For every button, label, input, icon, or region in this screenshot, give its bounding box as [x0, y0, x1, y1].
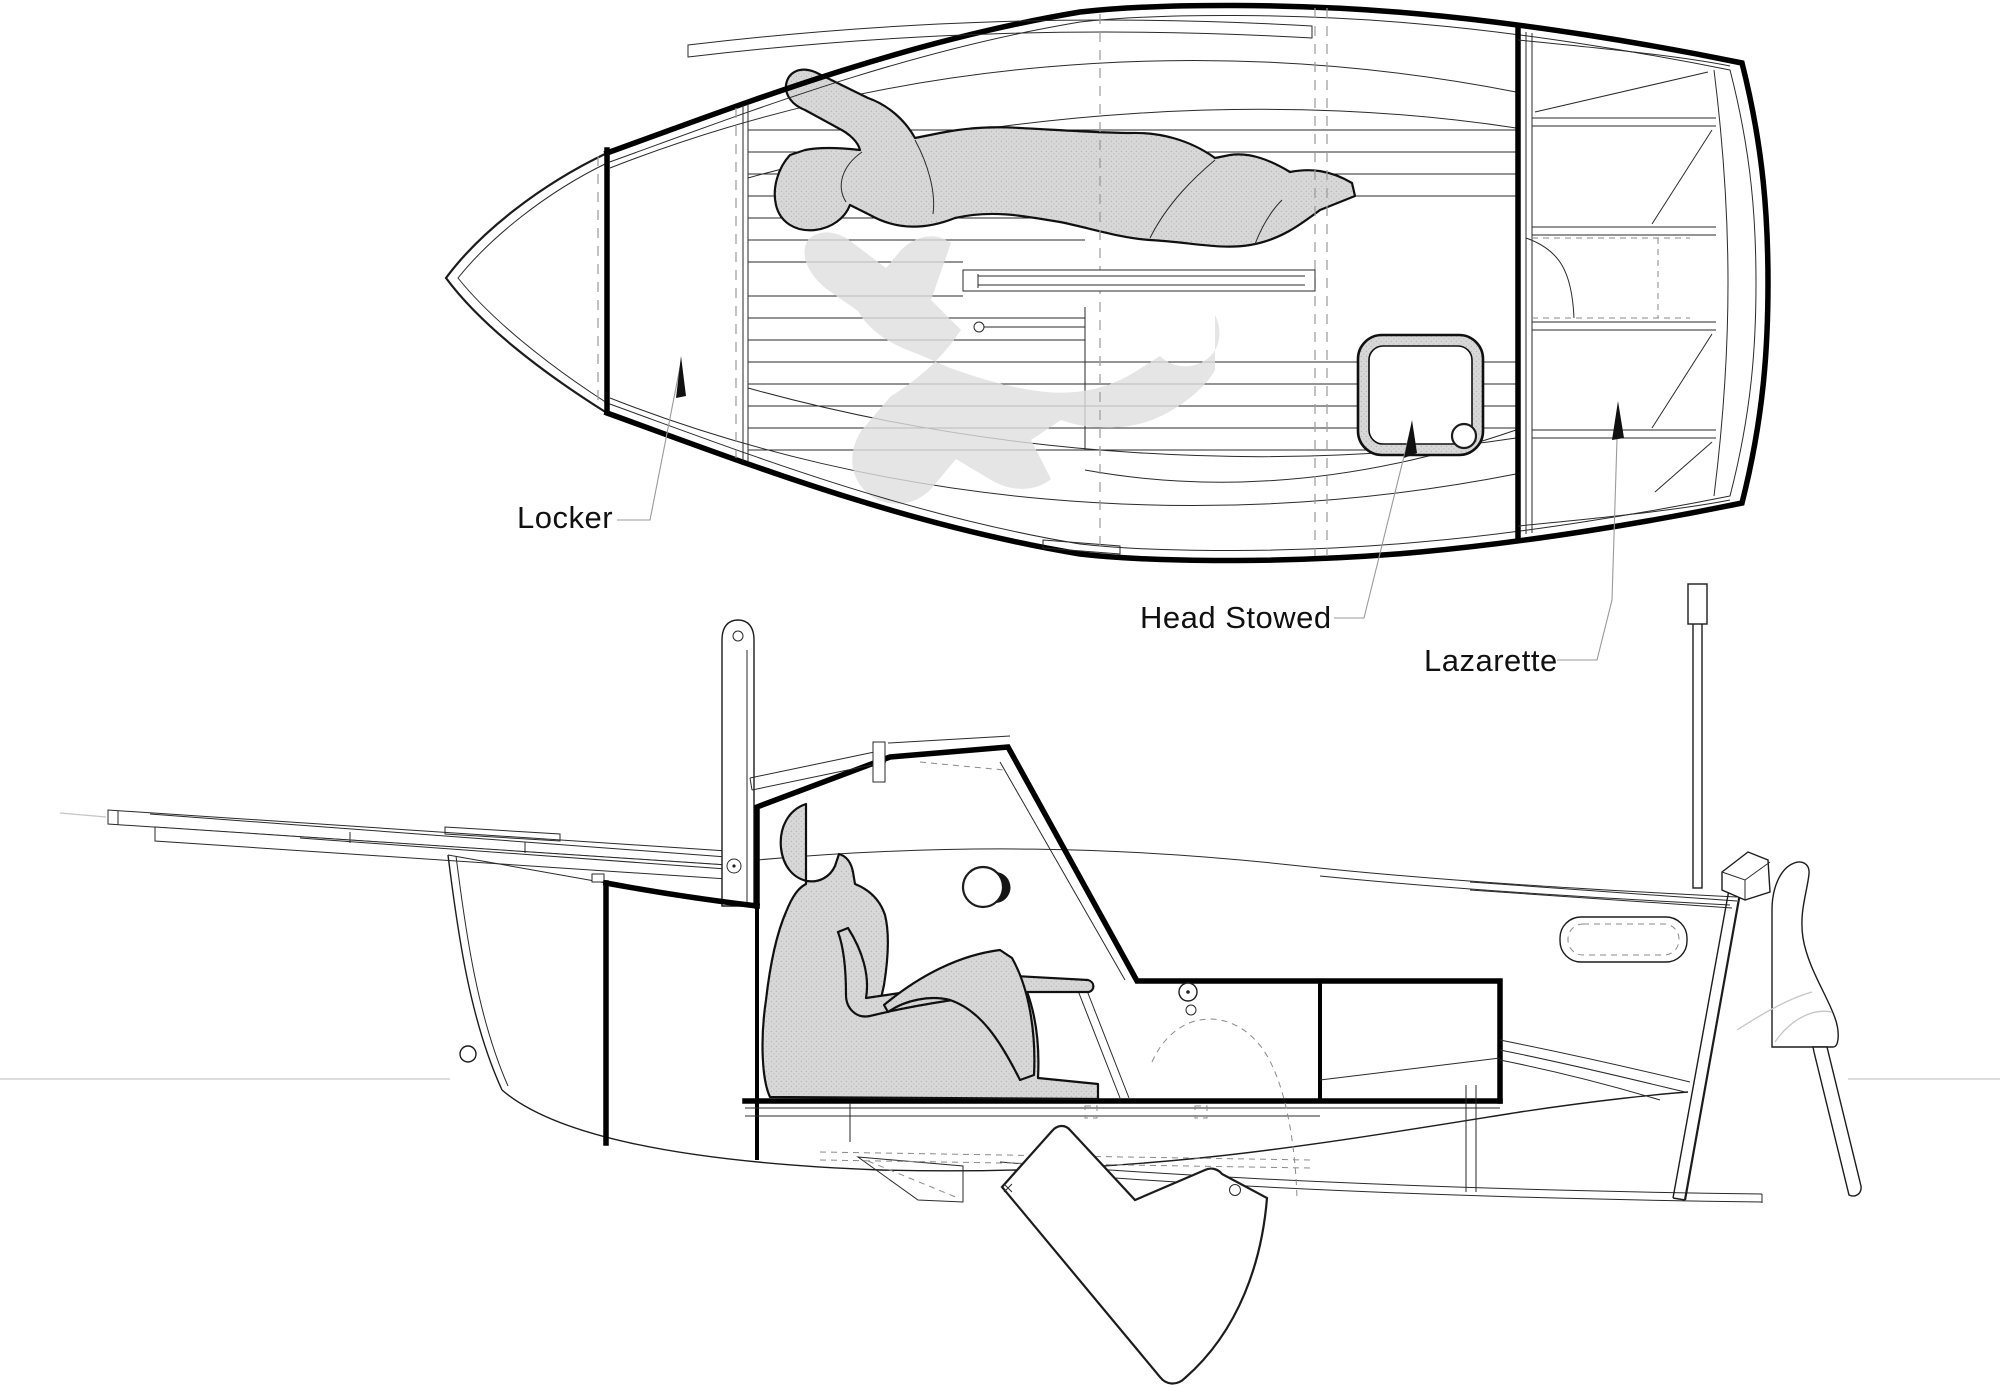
plan-view	[444, 2, 1771, 564]
stern-assembly	[1672, 583, 1862, 1201]
spar-extension-line	[59, 812, 107, 818]
stowed-spars	[107, 809, 743, 881]
locker-label: Locker	[517, 500, 614, 535]
aft-deck-hatch	[1559, 916, 1688, 963]
plan-pivot-fitting	[973, 321, 985, 333]
lower-rub-strip	[1042, 539, 1121, 555]
centerboard-lowered	[1000, 1124, 1269, 1385]
mast-tabernacle	[721, 619, 755, 907]
head-stowed-label: Head Stowed	[1140, 600, 1332, 635]
profile-view	[0, 583, 2000, 1385]
rudder-head	[1771, 861, 1839, 1048]
stern-framework-plan	[1515, 25, 1731, 541]
mast-bulkhead	[735, 104, 749, 462]
rudder-blade	[1812, 1046, 1862, 1197]
centerboard-case-plan	[962, 269, 1316, 292]
head-stowed-box	[1356, 333, 1485, 457]
plan-hull-outline	[603, 2, 1771, 564]
seated-figure-profile	[761, 802, 1100, 1101]
bilge-structure	[745, 982, 1691, 1199]
lazarette-label: Lazarette	[1424, 643, 1558, 678]
ghost-figure-plan	[804, 232, 1220, 504]
stern-pole	[1692, 621, 1703, 889]
cabin-section	[602, 735, 1503, 1160]
callout-leaders	[617, 356, 1624, 661]
hatch-slide-band	[687, 19, 1313, 58]
stern-pole-cap	[1687, 583, 1708, 625]
keel-and-skeg	[501, 1089, 1763, 1203]
sheer-lines	[447, 848, 1738, 909]
lying-figure-plan	[773, 68, 1357, 248]
bow-stem	[447, 854, 509, 1091]
plan-bow-stem	[444, 152, 608, 414]
